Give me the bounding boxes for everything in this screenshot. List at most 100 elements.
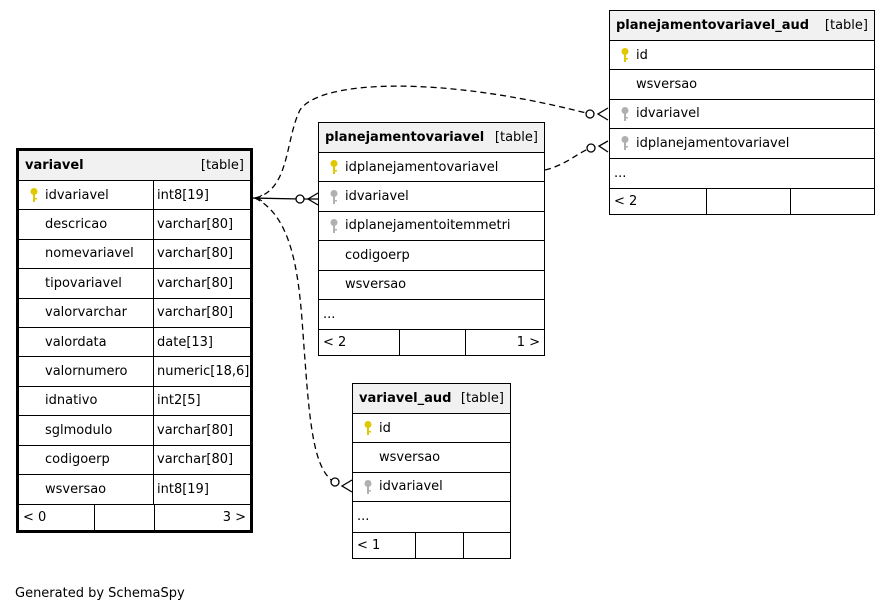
column-row[interactable]: idvariavel: [319, 182, 544, 212]
column-row[interactable]: id: [353, 414, 510, 444]
column-name: wsversao: [379, 450, 441, 466]
foreign-key-icon: [610, 106, 636, 122]
column-row[interactable]: wsversao int8[19]: [19, 474, 250, 505]
column-name: id: [379, 420, 391, 436]
column-name: codigoerp: [345, 247, 410, 263]
column-row[interactable]: wsversao: [319, 271, 544, 300]
table-variavel-aud[interactable]: variavel_aud [table] id wsversao idvariave…: [352, 383, 511, 559]
foreign-key-icon: [353, 479, 379, 495]
column-name-cell: idvariavel: [19, 181, 153, 209]
edge-crowfoot: [306, 192, 319, 206]
table-footer: < 2 1 >: [319, 329, 544, 356]
foreign-key-icon: [610, 135, 636, 151]
column-name-cell: idplanejamentoitemmetri: [319, 212, 544, 240]
column-name: idplanejamentovariavel: [636, 135, 790, 151]
column-name-cell: valordata: [19, 328, 153, 356]
column-name: wsversao: [45, 482, 107, 498]
table-name: variavel: [25, 158, 84, 173]
edge-variavel-planejamentovariavel-aud: [254, 85, 591, 199]
footer-middle: [399, 330, 465, 356]
table-footer: < 0 3 >: [19, 504, 250, 531]
column-name: ...: [323, 307, 336, 323]
column-row[interactable]: id: [610, 41, 874, 71]
column-row[interactable]: idvariavel: [353, 473, 510, 503]
column-row[interactable]: idplanejamentovariavel: [319, 153, 544, 183]
column-type: varchar[80]: [153, 445, 250, 474]
column-name: ...: [614, 165, 627, 181]
table-footer: < 2: [610, 187, 874, 214]
table-header: variavel [table]: [19, 151, 250, 181]
column-row[interactable]: codigoerp: [319, 241, 544, 271]
primary-key-icon: [19, 187, 45, 203]
table-planejamentovariavel[interactable]: planejamentovariavel [table] idplanejame…: [318, 122, 545, 357]
column-row[interactable]: idplanejamentovariavel: [610, 129, 874, 159]
edge-circle: [295, 194, 305, 204]
column-row[interactable]: ...: [319, 300, 544, 329]
column-row[interactable]: idvariavel: [610, 100, 874, 130]
column-type: varchar[80]: [153, 210, 250, 239]
table-header: variavel_aud [table]: [353, 384, 510, 414]
edge-origin: [257, 194, 263, 202]
column-name: valornumero: [45, 364, 128, 380]
column-row[interactable]: ...: [610, 159, 874, 188]
table-name: variavel_aud: [359, 391, 452, 406]
column-name: ...: [357, 509, 370, 525]
footer-parents: < 2: [323, 335, 347, 351]
column-name: idvariavel: [379, 479, 443, 495]
footer-middle: [415, 532, 463, 558]
footer-middle: [706, 188, 790, 214]
column-name-cell: wsversao: [353, 443, 510, 471]
column-name-cell: valorvarchar: [19, 299, 153, 327]
column-name: valorvarchar: [45, 305, 127, 321]
table-name: planejamentovariavel_aud: [616, 18, 810, 33]
column-name-cell: codigoerp: [319, 241, 544, 269]
column-list: id wsversao idvariavel idplanejamentovariav…: [610, 41, 874, 188]
column-row[interactable]: codigoerp varchar[80]: [19, 445, 250, 475]
column-type: varchar[80]: [153, 416, 250, 445]
column-name: tipovariavel: [45, 275, 122, 291]
column-name-cell: ...: [353, 502, 510, 531]
column-name: codigoerp: [45, 452, 110, 468]
footer-children: 1 >: [465, 330, 544, 356]
column-name: nomevariavel: [45, 246, 134, 262]
column-name: idnativo: [45, 393, 98, 409]
column-name-cell: idvariavel: [353, 473, 510, 501]
column-name-cell: wsversao: [19, 475, 153, 504]
edge-crowfoot: [340, 479, 353, 493]
column-name-cell: tipovariavel: [19, 269, 153, 297]
footer-middle: [94, 505, 154, 531]
edge-crowfoot: [597, 140, 609, 153]
column-row[interactable]: idplanejamentoitemmetri: [319, 212, 544, 242]
column-name: wsversao: [636, 77, 698, 93]
column-name-cell: ...: [610, 159, 874, 188]
edge-circle: [585, 109, 595, 119]
column-row[interactable]: ...: [353, 502, 510, 531]
foreign-key-icon: [319, 189, 345, 205]
table-kind: [table]: [200, 158, 244, 173]
foreign-key-icon: [319, 218, 345, 234]
footer-children: [463, 532, 510, 558]
table-footer: < 1: [353, 531, 510, 558]
column-type: int8[19]: [153, 474, 250, 505]
column-row[interactable]: wsversao: [610, 70, 874, 100]
column-name-cell: wsversao: [319, 271, 544, 299]
column-name-cell: id: [353, 414, 510, 442]
footer-children: 3 >: [154, 505, 250, 531]
edge-variavel-variavel-aud: [254, 197, 335, 483]
column-row[interactable]: wsversao: [353, 443, 510, 473]
column-name-cell: idnativo: [19, 387, 153, 415]
column-name-cell: id: [610, 41, 874, 69]
